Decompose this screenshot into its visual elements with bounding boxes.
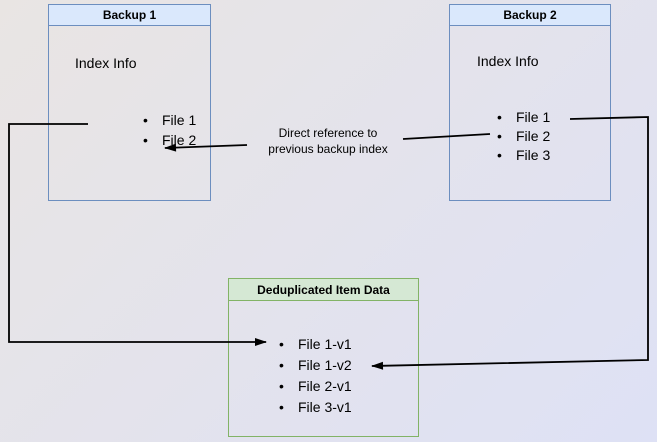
dedup-node: Deduplicated Item Data • File 1-v1 • Fil… — [228, 278, 419, 437]
list-item: • File 3 — [497, 145, 550, 164]
bullet-icon: • — [279, 398, 284, 415]
bullet-icon: • — [279, 377, 284, 394]
backup1-node: Backup 1 Index Info • File 1 • File 2 — [48, 4, 211, 201]
dedup-title: Deduplicated Item Data — [229, 279, 418, 301]
backup1-subtitle: Index Info — [75, 55, 137, 71]
backup2-file-list: • File 1 • File 2 • File 3 — [497, 107, 550, 164]
direct-reference-label-line2: previous backup index — [268, 142, 388, 156]
list-item: • File 2 — [497, 126, 550, 145]
bullet-icon: • — [497, 108, 502, 125]
backup2-title: Backup 2 — [450, 5, 610, 26]
list-item: • File 1 — [143, 110, 196, 130]
backup1-title: Backup 1 — [49, 5, 210, 26]
file-label: File 2 — [162, 132, 197, 148]
bullet-icon: • — [497, 146, 502, 163]
file-label: File 1 — [162, 112, 197, 128]
direct-reference-label-line1: Direct reference to — [278, 126, 378, 140]
backup2-subtitle: Index Info — [477, 53, 539, 69]
list-item: • File 2-v1 — [279, 375, 352, 396]
list-item: • File 1-v1 — [279, 333, 352, 354]
file-label: File 1 — [516, 108, 551, 125]
bullet-icon: • — [279, 356, 284, 373]
file-label: File 1-v1 — [298, 335, 352, 352]
file-label: File 2-v1 — [298, 377, 352, 394]
dedup-file-list: • File 1-v1 • File 1-v2 • File 2-v1 • Fi… — [279, 333, 352, 417]
backup1-file-list: • File 1 • File 2 — [143, 110, 196, 150]
bullet-icon: • — [279, 335, 284, 352]
list-item: • File 2 — [143, 130, 196, 150]
backup2-node: Backup 2 Index Info • File 1 • File 2 • … — [449, 4, 611, 201]
file-label: File 2 — [516, 127, 551, 144]
bullet-icon: • — [143, 112, 148, 128]
file-label: File 3-v1 — [298, 398, 352, 415]
bullet-icon: • — [143, 132, 148, 148]
list-item: • File 1-v2 — [279, 354, 352, 375]
file-label: File 3 — [516, 146, 551, 163]
file-label: File 1-v2 — [298, 356, 352, 373]
direct-reference-label: Direct reference to previous backup inde… — [240, 125, 416, 157]
list-item: • File 1 — [497, 107, 550, 126]
list-item: • File 3-v1 — [279, 396, 352, 417]
bullet-icon: • — [497, 127, 502, 144]
